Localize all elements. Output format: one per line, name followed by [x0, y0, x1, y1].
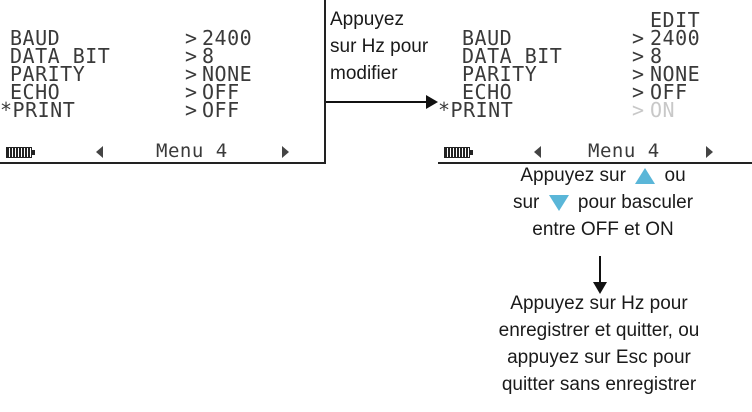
- menu-label: Menu 4: [588, 140, 660, 162]
- annotation-text: Appuyez sur: [520, 165, 626, 186]
- lcd-row-separator: >: [185, 44, 198, 68]
- lcd-row-label: PARITY: [10, 62, 86, 86]
- lcd-mode-label: EDIT: [650, 8, 701, 32]
- lcd-row-separator: >: [632, 80, 645, 104]
- lcd-row-separator: >: [632, 26, 645, 50]
- annotation-line: enregistrer et quitter, ou: [498, 320, 700, 341]
- annotation-line: sur Hz pour: [330, 36, 429, 57]
- lcd-row-separator: >: [185, 62, 198, 86]
- down-arrow-button-icon: [548, 194, 569, 211]
- arrow-right-head-icon: [426, 95, 438, 109]
- annotation-text: pour basculer: [577, 192, 694, 213]
- lcd-menu-bar: Menu 4: [438, 140, 752, 162]
- lcd-row-label: BAUD: [462, 26, 513, 50]
- lcd-row-label: DATA BIT: [462, 44, 563, 68]
- left-triangle-icon: [534, 146, 541, 158]
- lcd-row-label: PARITY: [462, 62, 538, 86]
- right-triangle-icon: [282, 146, 289, 158]
- lcd-row-label: ECHO: [462, 80, 513, 104]
- annotation-step2: Appuyez sur ou sur pour basculer entre O…: [458, 162, 748, 243]
- lcd-screen-before: BAUD > 2400 DATA BIT > 8 PARITY > NONE E…: [0, 0, 326, 164]
- right-triangle-icon: [706, 146, 713, 158]
- battery-icon: [444, 147, 473, 158]
- annotation-text: ou: [664, 165, 686, 186]
- lcd-row-value: 2400: [202, 26, 253, 50]
- annotation-line: Appuyez sur ou: [458, 162, 748, 189]
- lcd-menu-bar: Menu 4: [0, 140, 324, 162]
- lcd-row-label: ECHO: [10, 80, 61, 104]
- lcd-row-separator: >: [185, 98, 198, 122]
- lcd-row-value: OFF: [202, 98, 240, 122]
- annotation-line: appuyez sur Esc pour: [507, 347, 691, 368]
- lcd-row-label: DATA BIT: [10, 44, 111, 68]
- battery-icon: [6, 147, 35, 158]
- lcd-row-separator: >: [632, 44, 645, 68]
- annotation-step1: Appuyez sur Hz pour modifier: [330, 6, 428, 87]
- arrow-down-head-icon: [593, 282, 607, 294]
- arrow-right-line: [326, 101, 428, 103]
- annotation-line: sur pour basculer: [458, 189, 748, 216]
- annotation-text: sur: [512, 192, 540, 213]
- lcd-row-value-editing: ON: [650, 98, 676, 122]
- lcd-row-separator: >: [632, 62, 645, 86]
- annotation-line: entre OFF et ON: [532, 219, 674, 240]
- annotation-step3: Appuyez sur Hz pour enregistrer et quitt…: [446, 290, 752, 398]
- lcd-row-value: OFF: [650, 80, 688, 104]
- lcd-row-value: 8: [202, 44, 215, 68]
- lcd-row-value: OFF: [202, 80, 240, 104]
- arrow-down-line: [599, 256, 601, 284]
- lcd-row-label: BAUD: [10, 26, 61, 50]
- up-arrow-button-icon: [635, 167, 656, 184]
- lcd-row-value: NONE: [202, 62, 253, 86]
- lcd-row-separator: >: [185, 26, 198, 50]
- lcd-row-separator: >: [185, 80, 198, 104]
- left-triangle-icon: [96, 146, 103, 158]
- menu-label: Menu 4: [156, 140, 228, 162]
- lcd-row-value: NONE: [650, 62, 701, 86]
- lcd-row-value: 2400: [650, 26, 701, 50]
- annotation-line: quitter sans enregistrer: [501, 374, 697, 395]
- annotation-line: Appuyez: [330, 9, 404, 30]
- annotation-line: modifier: [330, 63, 398, 84]
- lcd-row-value: 8: [650, 44, 663, 68]
- lcd-row-label: *PRINT: [438, 98, 514, 122]
- annotation-line: Appuyez sur Hz pour: [510, 293, 688, 314]
- lcd-screen-after: EDIT BAUD > 2400 DATA BIT > 8 PARITY > N…: [438, 0, 752, 164]
- lcd-row-separator: >: [632, 98, 645, 122]
- lcd-row-label: *PRINT: [0, 98, 76, 122]
